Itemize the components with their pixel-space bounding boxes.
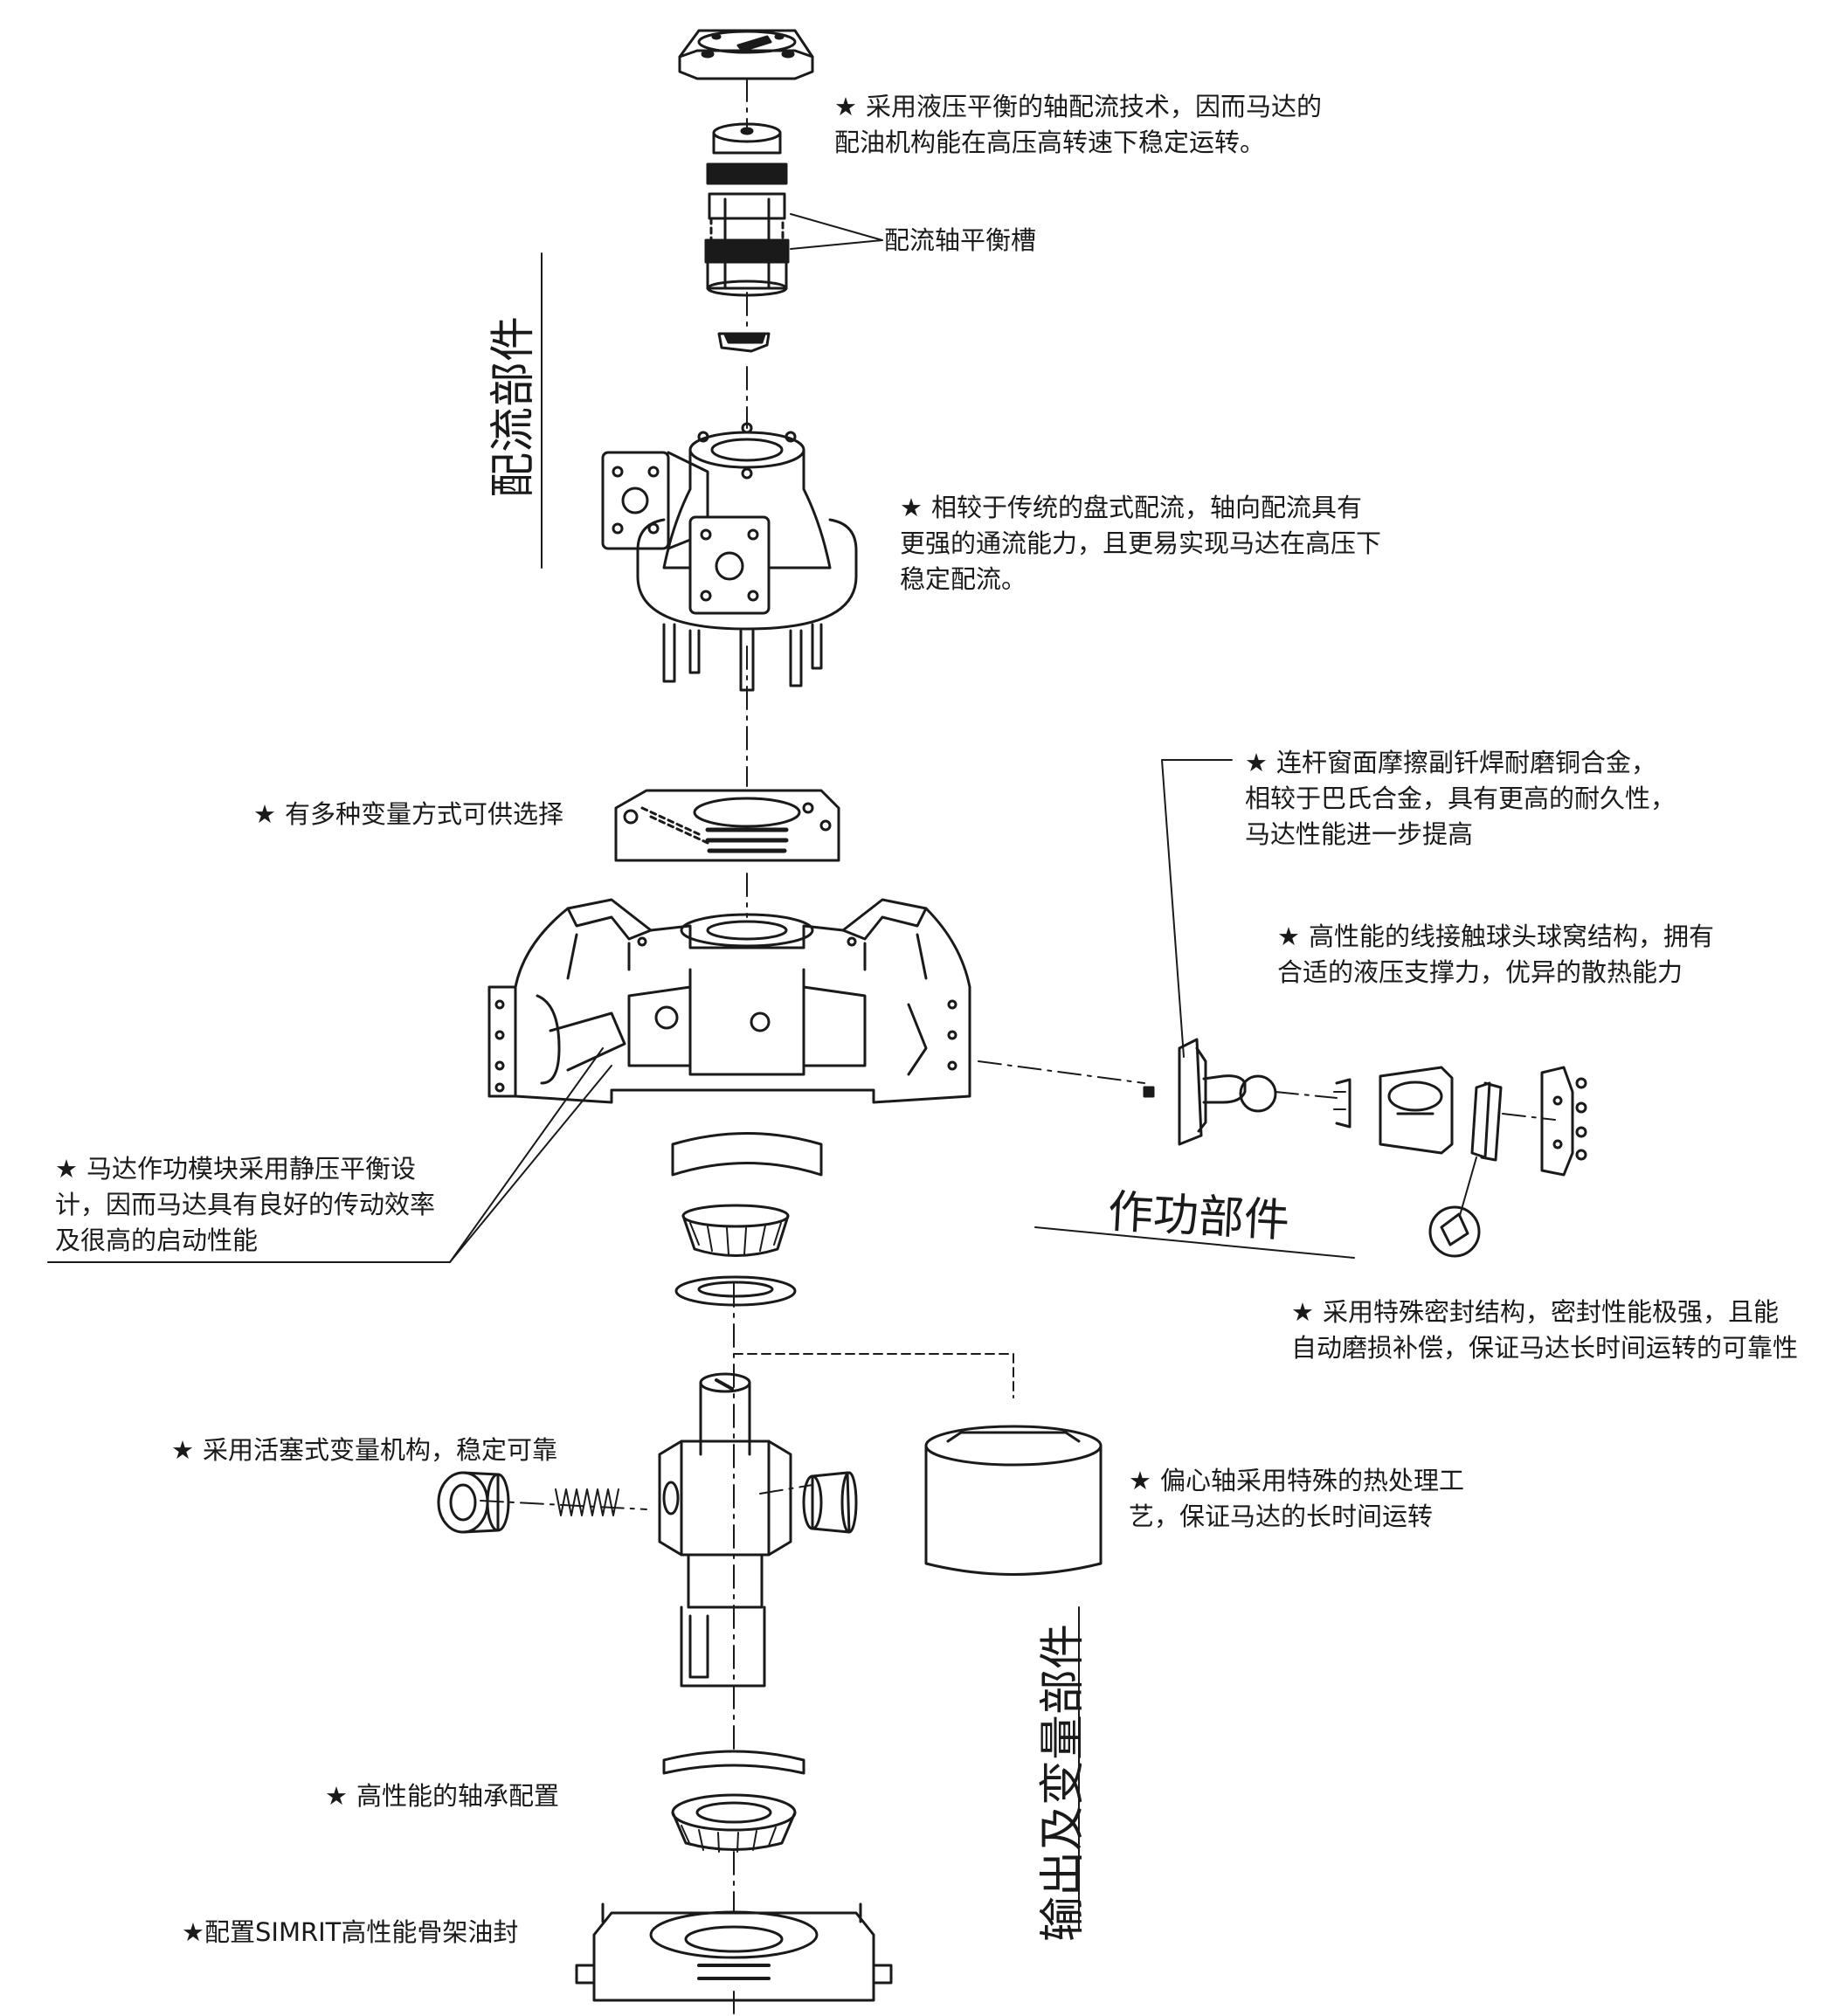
note-piston-variable: ★采用活塞式变量机构，稳定可靠 <box>171 1435 558 1465</box>
eccentric-shaft <box>658 1372 792 1688</box>
balance-groove-pointers <box>790 213 883 250</box>
sleeve-pointer <box>733 1353 1014 1398</box>
note-eccentric-shaft: ★偏心轴采用特殊的热处理工 艺，保证马达的长时间运转 <box>1129 1466 1465 1531</box>
center-axis <box>480 78 1556 2014</box>
end-plate <box>1540 1066 1587 1177</box>
note-static-balance: ★马达作功模块采用静压平衡设 计，因而马达具有良好的传动效率 及很高的启动性能 <box>55 1154 436 1255</box>
bottom-housing <box>575 1902 893 2002</box>
tapered-bearing-upper <box>681 1204 790 1257</box>
piston-cup <box>1379 1066 1454 1155</box>
note-ball-socket: ★高性能的线接触球头球窝结构，拥有 合适的液压支撑力，优异的散热能力 <box>1277 922 1715 987</box>
main-housing <box>487 898 971 1104</box>
note-bearing: ★高性能的轴承配置 <box>325 1781 560 1811</box>
note-conrod-alloy: ★连杆窗面摩擦副钎焊耐磨铜合金， 相较于巴氏合金，具有更高的耐久性， 马达性能进… <box>1245 748 1676 849</box>
section-title-output: 输出及变量部件 <box>1037 1623 1089 1942</box>
note-axial-flow: ★相较于传统的盘式配流，轴向配流具有 更强的通流能力，且更易实现马达在高压下 稳… <box>900 493 1382 594</box>
note-oil-seal: ★配置SIMRIT高性能骨架油封 <box>182 1917 519 1947</box>
distribution-housing <box>601 422 858 692</box>
key-part <box>717 332 771 353</box>
note-special-seal: ★采用特殊密封结构，密封性能极强，且能 自动磨损补偿，保证马达长时间运转的可靠性 <box>1291 1297 1799 1363</box>
ball-socket-ring <box>1333 1078 1351 1129</box>
section-title-distribution: 配流部件 <box>487 315 540 498</box>
leader-conrod <box>1161 759 1233 1058</box>
section-divider-working <box>1034 1226 1355 1259</box>
half-ring <box>671 1132 823 1177</box>
spring <box>555 1488 619 1516</box>
note-variable-modes: ★有多种变量方式可供选择 <box>253 799 564 829</box>
plug <box>802 1471 858 1534</box>
lower-ring <box>662 1750 805 1775</box>
eccentric-sleeve <box>924 1425 1103 1576</box>
leader-static-balance <box>47 1047 612 1263</box>
seal-washer <box>674 1275 797 1307</box>
section-title-working: 作功部件 <box>1106 1185 1291 1248</box>
note-balance-groove: 配流轴平衡槽 <box>884 225 1037 255</box>
tapered-bearing-lower <box>671 1793 797 1853</box>
distributor-cap <box>678 29 814 80</box>
variable-piston <box>437 1471 510 1534</box>
distribution-shaft <box>704 122 790 297</box>
note-shaft-distribution: ★采用液压平衡的轴配流技术，因而马达的 配油机构能在高压高转速下稳定运转。 <box>834 92 1323 157</box>
piston-assembly <box>1143 1038 1277 1146</box>
variable-plate <box>614 789 840 862</box>
seal-ring <box>1428 1081 1503 1258</box>
